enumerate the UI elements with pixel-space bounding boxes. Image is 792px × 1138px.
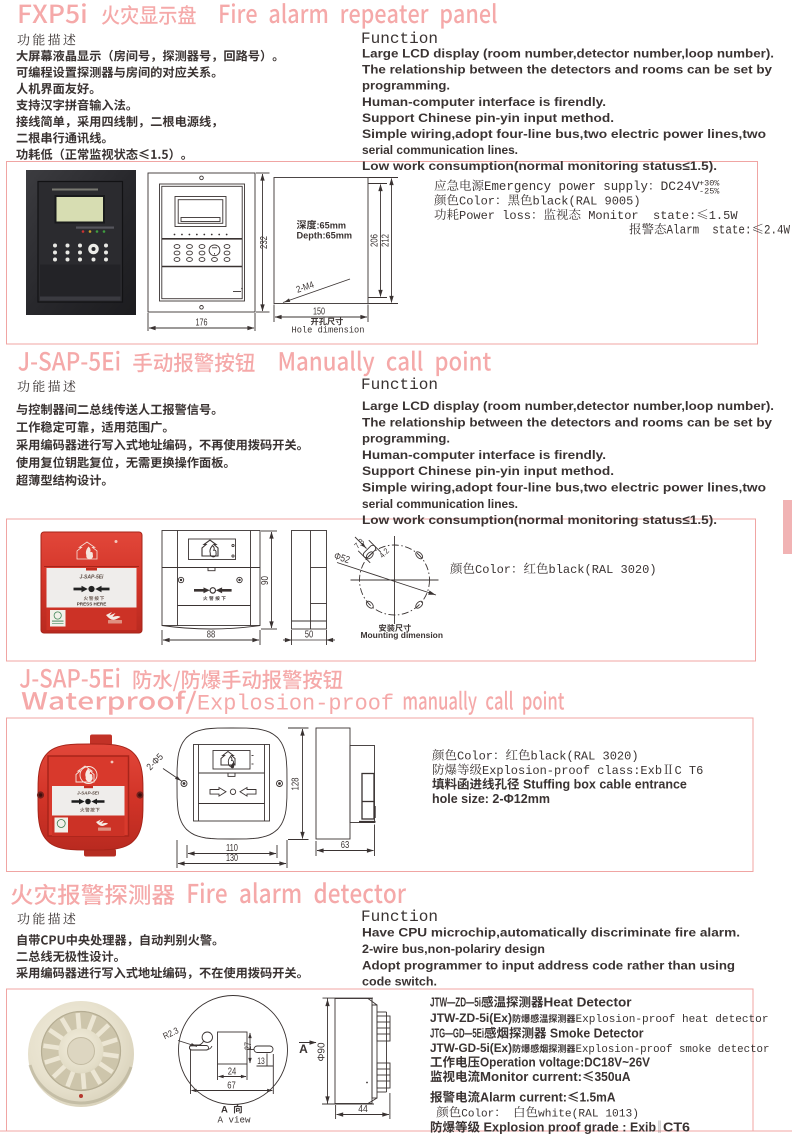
svg-text:black(RAL 9005): black(RAL 9005) <box>533 195 641 209</box>
svg-text:63: 63 <box>341 839 350 851</box>
svg-text:50: 50 <box>305 629 314 641</box>
svg-text:24: 24 <box>228 1066 237 1078</box>
svg-text:Alarm state:: Alarm state: <box>667 224 752 238</box>
svg-text:Low work consumption(normal mo: Low work consumption(normal monitoring s… <box>362 159 717 173</box>
svg-text:Alarm current:: Alarm current: <box>480 1091 567 1105</box>
svg-text:130: 130 <box>226 852 238 864</box>
svg-text:Function: Function <box>361 376 438 394</box>
svg-text:67: 67 <box>227 1080 236 1092</box>
svg-text:128: 128 <box>289 777 301 790</box>
svg-text:Φ52: Φ52 <box>332 551 351 567</box>
svg-text:+30%: +30% <box>699 179 720 189</box>
svg-text:JTG—GD—5Ei: JTG—GD—5Ei <box>430 1027 484 1041</box>
svg-text:7.3: 7.3 <box>353 537 367 551</box>
svg-text:J-SAP-5Ei: J-SAP-5Ei <box>80 575 105 581</box>
svg-text:black(RAL 3020): black(RAL 3020) <box>549 563 657 577</box>
svg-text:Simple wiring,adopt four-line: Simple wiring,adopt four-line bus,two el… <box>362 127 766 141</box>
svg-text:Color: Color <box>475 563 511 577</box>
svg-text:serial communication lines.: serial communication lines. <box>362 497 518 511</box>
svg-text:1.5mA: 1.5mA <box>580 1091 616 1105</box>
svg-text:Function: Function <box>361 30 438 48</box>
svg-text:Hole dimension: Hole dimension <box>292 325 365 336</box>
svg-text:Emergency power supply: Emergency power supply <box>484 180 648 194</box>
svg-text:Color: Color <box>461 1109 494 1121</box>
svg-text:27: 27 <box>243 1042 254 1050</box>
svg-text:Explosion-proof: Explosion-proof <box>197 692 394 717</box>
svg-text:212: 212 <box>379 234 391 247</box>
svg-text:Heat Detector: Heat Detector <box>544 996 632 1010</box>
svg-text:2.4W: 2.4W <box>764 224 790 238</box>
svg-text:R2.3: R2.3 <box>161 1025 180 1041</box>
svg-text:Low work consumption(normal mo: Low work consumption(normal monitoring s… <box>362 513 717 527</box>
svg-text:A view: A view <box>218 1115 251 1126</box>
svg-text:Simple wiring,adopt four-line: Simple wiring,adopt four-line bus,two el… <box>362 481 766 495</box>
svg-text:Stuffing box cable entrance: Stuffing box cable entrance <box>520 778 687 792</box>
svg-text:programming.: programming. <box>362 432 450 446</box>
svg-text:150: 150 <box>313 306 325 318</box>
svg-text:Adopt programmer to input addr: Adopt programmer to input address code r… <box>362 958 735 972</box>
svg-text:Operation voltage:DC18V~26V: Operation voltage:DC18V~26V <box>480 1056 651 1070</box>
svg-text:JTW-ZD-5i(Ex): JTW-ZD-5i(Ex) <box>430 1013 512 1025</box>
svg-text::65mm: :65mm <box>317 220 347 231</box>
svg-text:Human-computer interface is fi: Human-computer interface is firendly. <box>362 448 606 462</box>
svg-text:code switch.: code switch. <box>362 975 437 989</box>
svg-text:Power loss: Power loss <box>459 209 531 223</box>
svg-text:Exib: Exib <box>630 1121 656 1135</box>
svg-text:1.5W: 1.5W <box>709 209 739 223</box>
svg-text:Large LCD display (room number: Large LCD display (room number,detector … <box>362 399 774 413</box>
svg-text:white(RAL 1013): white(RAL 1013) <box>538 1109 639 1121</box>
svg-text:206: 206 <box>368 234 380 247</box>
svg-text:serial communication lines.: serial communication lines. <box>362 143 518 157</box>
svg-text:2-M4: 2-M4 <box>295 280 316 296</box>
svg-text:J-SAP-5Ei: J-SAP-5Ei <box>77 791 100 796</box>
svg-text:350uA: 350uA <box>595 1070 631 1084</box>
svg-text:Explosion-proof class:Exb: Explosion-proof class:Exb <box>482 764 662 778</box>
svg-text:2-Φ5: 2-Φ5 <box>145 752 166 773</box>
svg-text:Large LCD display (room number: Large LCD display (room number,detector … <box>362 47 774 61</box>
svg-text:Explosion proof grade :: Explosion proof grade : <box>480 1121 630 1135</box>
svg-text:Color: Color <box>457 750 493 764</box>
svg-text:JTW-GD-5i(Ex): JTW-GD-5i(Ex) <box>430 1043 512 1055</box>
svg-text:The relationship between the d: The relationship between the detectors a… <box>362 63 772 77</box>
svg-text:JTW—ZD—5i: JTW—ZD—5i <box>430 996 481 1010</box>
svg-text:black(RAL 3020): black(RAL 3020) <box>531 750 639 764</box>
svg-text:88: 88 <box>207 629 216 641</box>
svg-text:110: 110 <box>226 842 238 854</box>
svg-text:Have CPU microchip,automatical: Have CPU microchip,automatically discrim… <box>362 926 740 940</box>
svg-text:Color: Color <box>459 195 495 209</box>
svg-text:-25%: -25% <box>699 187 720 197</box>
svg-text:Explosion-proof heat detector: Explosion-proof heat detector <box>576 1014 769 1026</box>
svg-text:90: 90 <box>259 576 271 585</box>
svg-text:Monitor state:: Monitor state: <box>581 209 696 223</box>
svg-text:176: 176 <box>196 317 208 329</box>
svg-text:Function: Function <box>361 908 438 926</box>
svg-text:Monitor current:: Monitor current: <box>480 1070 582 1084</box>
svg-text:A: A <box>221 1105 233 1116</box>
svg-text:PRESS HERE: PRESS HERE <box>77 602 107 607</box>
svg-text:232: 232 <box>258 236 270 249</box>
svg-text:C T6: C T6 <box>675 764 704 778</box>
svg-text:Support Chinese pin-yin input: Support Chinese pin-yin input method. <box>362 464 614 478</box>
svg-text:2-wire bus,non-polariry design: 2-wire bus,non-polariry design <box>362 942 545 956</box>
svg-text:hole size: 2-Φ12mm: hole size: 2-Φ12mm <box>432 792 550 806</box>
svg-text:programming.: programming. <box>362 79 450 93</box>
svg-text:A: A <box>299 1042 308 1056</box>
svg-text:13: 13 <box>257 1056 265 1067</box>
svg-text:The relationship between the d: The relationship between the detectors a… <box>362 415 772 429</box>
svg-text:CT6: CT6 <box>663 1121 690 1135</box>
svg-text:Support Chinese pin-yin input: Support Chinese pin-yin input method. <box>362 111 614 125</box>
svg-text:Mounting dimension: Mounting dimension <box>361 630 444 640</box>
svg-text:Φ90: Φ90 <box>316 1042 328 1061</box>
svg-text:DC24V: DC24V <box>661 180 701 194</box>
svg-text:Smoke Detector: Smoke Detector <box>547 1027 644 1041</box>
svg-text:Depth:65mm: Depth:65mm <box>297 231 353 242</box>
svg-text:Human-computer interface is fi: Human-computer interface is firendly. <box>362 95 606 109</box>
svg-text:Explosion-proof smoke detector: Explosion-proof smoke detector <box>576 1044 770 1056</box>
svg-text:44: 44 <box>358 1103 368 1115</box>
